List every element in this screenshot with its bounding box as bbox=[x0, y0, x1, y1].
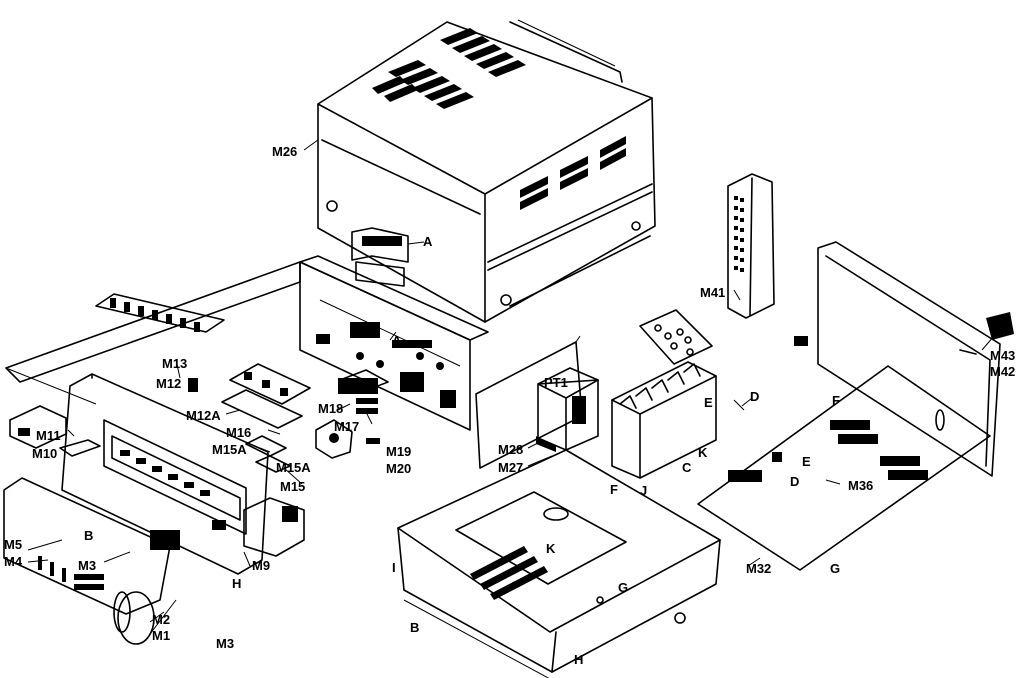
label-f-pcb: F bbox=[832, 393, 840, 408]
keypad-plate bbox=[639, 309, 713, 365]
label-g-chassis: G bbox=[618, 580, 628, 595]
label-e-pcb: E bbox=[802, 454, 811, 469]
main-pcb bbox=[299, 255, 489, 431]
label-m18: M18 bbox=[318, 401, 343, 416]
transformer-pt1 bbox=[536, 367, 599, 452]
label-m32: M32 bbox=[746, 561, 771, 576]
bracket-a bbox=[351, 227, 425, 287]
label-m12: M12 bbox=[156, 376, 181, 391]
front-pcb-sheet bbox=[5, 261, 301, 405]
pcb-m32 bbox=[697, 365, 991, 571]
label-f-chassis: F bbox=[610, 482, 618, 497]
label-m36: M36 bbox=[848, 478, 873, 493]
label-m19: M19 bbox=[386, 444, 411, 459]
label-m42: M42 bbox=[990, 364, 1015, 379]
label-m3-bottom: M3 bbox=[216, 636, 234, 651]
label-m41: M41 bbox=[700, 285, 725, 300]
label-m28: M28 bbox=[498, 442, 523, 457]
part-labels: M26 A A M41 M43 M42 M13 M12 M12A M16 M15… bbox=[4, 144, 1015, 667]
mechanism-parts-m12-m16 bbox=[188, 363, 353, 473]
label-g-pcb: G bbox=[830, 561, 840, 576]
label-a-bracket: A bbox=[423, 234, 433, 249]
heatsink bbox=[611, 361, 717, 479]
label-m12a: M12A bbox=[186, 408, 221, 423]
label-m10: M10 bbox=[32, 446, 57, 461]
label-m4: M4 bbox=[4, 554, 23, 569]
label-m27: M27 bbox=[498, 460, 523, 475]
connector-strip-m13 bbox=[95, 293, 225, 333]
label-b-chassis: B bbox=[410, 620, 419, 635]
label-h-chassis: H bbox=[574, 652, 583, 667]
label-m17: M17 bbox=[334, 419, 359, 434]
label-m15a-1: M15A bbox=[212, 442, 247, 457]
rear-panel bbox=[794, 241, 1014, 477]
label-m13: M13 bbox=[162, 356, 187, 371]
label-d-pcb: D bbox=[790, 474, 799, 489]
label-b-front: B bbox=[84, 528, 93, 543]
label-m20: M20 bbox=[386, 461, 411, 476]
label-d-heatsink: D bbox=[750, 389, 759, 404]
label-m1: M1 bbox=[152, 628, 170, 643]
chassis bbox=[397, 449, 721, 678]
label-pt1: PT1 bbox=[544, 375, 568, 390]
label-c: C bbox=[682, 460, 692, 475]
label-m43: M43 bbox=[990, 348, 1015, 363]
small-parts-m10-m11 bbox=[9, 405, 101, 457]
label-m9: M9 bbox=[252, 558, 270, 573]
label-m5: M5 bbox=[4, 537, 22, 552]
label-m2: M2 bbox=[152, 612, 170, 627]
label-m15: M15 bbox=[280, 479, 305, 494]
label-e-heatsink: E bbox=[704, 395, 713, 410]
top-cover-m26 bbox=[317, 19, 656, 323]
label-m16: M16 bbox=[226, 425, 251, 440]
front-panel bbox=[61, 373, 305, 575]
front-bezel bbox=[3, 477, 171, 645]
small-parts-m17-m20 bbox=[339, 369, 389, 444]
label-m11: M11 bbox=[36, 428, 61, 443]
label-k-chassis: K bbox=[546, 541, 556, 556]
label-m3-front: M3 bbox=[78, 558, 96, 573]
label-j: J bbox=[640, 483, 647, 498]
leader-lines bbox=[27, 139, 995, 635]
label-m26: M26 bbox=[272, 144, 297, 159]
label-h-front: H bbox=[232, 576, 241, 591]
label-a-pcb: A bbox=[392, 333, 402, 348]
label-i: I bbox=[392, 560, 396, 575]
remote-control-m41 bbox=[727, 173, 775, 319]
label-k-heatsink: K bbox=[698, 445, 708, 460]
label-m15a-2: M15A bbox=[276, 460, 311, 475]
